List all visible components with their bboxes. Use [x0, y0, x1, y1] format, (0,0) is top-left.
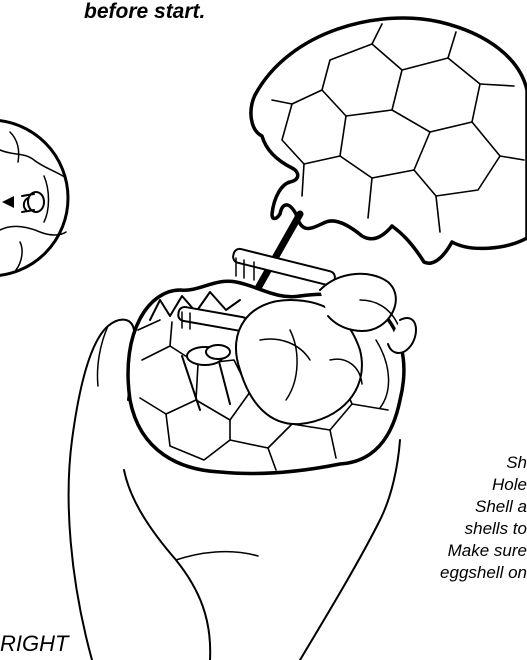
instruction-line-1: Sh: [506, 452, 527, 474]
side-label: RIGHT: [0, 631, 68, 657]
instruction-line-2: Hole: [492, 474, 527, 496]
instruction-line-3: Shell a: [475, 496, 527, 518]
page-heading: before start.: [84, 0, 205, 24]
instruction-line-6: eggshell on: [440, 562, 527, 584]
instruction-line-4: shells to: [465, 518, 527, 540]
detail-magnifier: [0, 120, 68, 276]
instruction-line-5: Make sure: [448, 540, 527, 562]
